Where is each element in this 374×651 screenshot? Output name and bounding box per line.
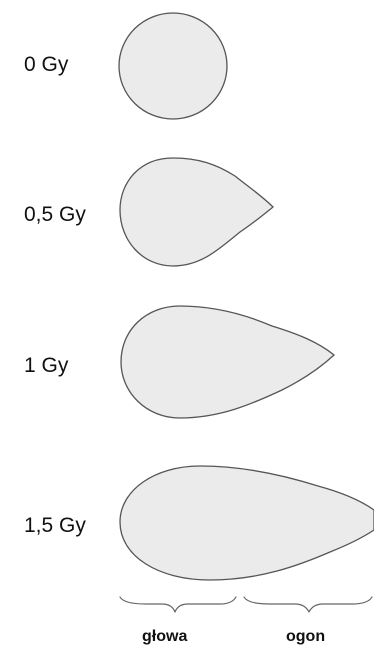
panel-0-5-gy: 0,5 Gy	[24, 158, 273, 266]
comet-shape-0-5-gy	[120, 158, 273, 266]
head-brace	[120, 597, 236, 612]
tail-label: ogon	[286, 628, 325, 645]
head-label: głowa	[142, 628, 187, 645]
dose-label-0-5-gy: 0,5 Gy	[24, 203, 86, 226]
comet-shape-1-gy	[121, 306, 334, 418]
dose-label-1-gy: 1 Gy	[24, 354, 69, 377]
panel-0-gy: 0 Gy	[24, 13, 227, 119]
panel-1-5-gy: 1,5 Gy	[24, 466, 374, 580]
tail-brace	[244, 597, 372, 612]
panel-1-gy: 1 Gy	[24, 306, 334, 418]
dose-label-0-gy: 0 Gy	[24, 53, 69, 76]
dose-label-1-5-gy: 1,5 Gy	[24, 514, 86, 537]
comet-shape-1-5-gy	[120, 466, 374, 580]
nucleus-shape-0-gy	[119, 13, 227, 119]
